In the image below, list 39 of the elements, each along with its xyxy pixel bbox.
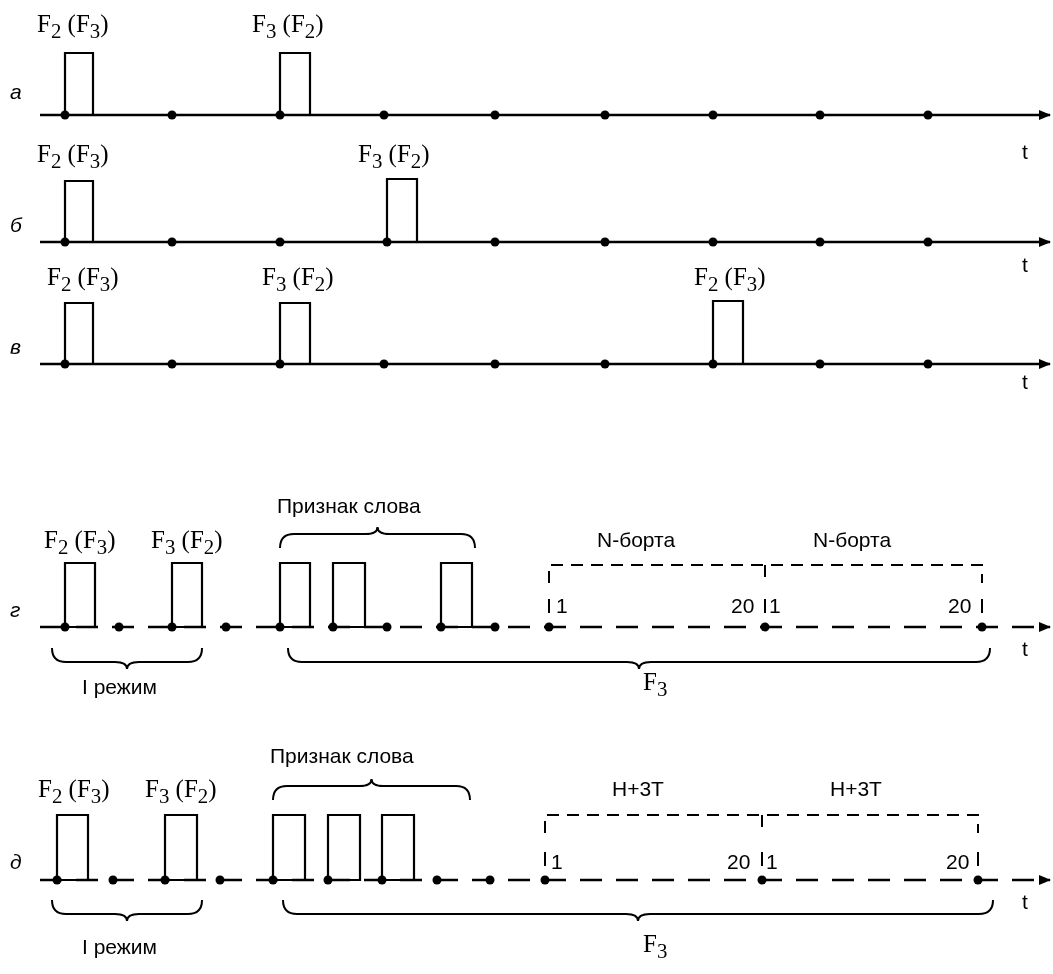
- slot-number: 20: [946, 850, 970, 874]
- slot-number: 1: [551, 850, 563, 874]
- signal-label: F$_{3}$ (F$_{2}$): [151, 526, 223, 559]
- row-letter: в: [10, 335, 21, 359]
- brace-label: I режим: [82, 935, 157, 959]
- slot-number: 1: [769, 594, 781, 618]
- signal-label: F$_{2}$ (F$_{3}$): [694, 263, 766, 296]
- interval-label: Н+3Т: [612, 777, 664, 801]
- interval-label: N-борта: [813, 528, 892, 552]
- row-letter: г: [10, 598, 21, 622]
- signal-label: F$_{2}$ (F$_{3}$): [37, 140, 109, 173]
- signal-label: F$_{2}$ (F$_{3}$): [37, 10, 109, 43]
- slot-number: 1: [766, 850, 778, 874]
- row-letter: б: [10, 213, 22, 237]
- axis-label: t: [1022, 637, 1028, 661]
- interval-label: N-борта: [597, 528, 676, 552]
- signal-label: F$_{2}$ (F$_{3}$): [47, 263, 119, 296]
- signal-label: F$_{3}$ (F$_{2}$): [252, 10, 324, 43]
- brace-label: Признак слова: [270, 744, 414, 768]
- brace-label: F$_{3}$: [643, 930, 668, 963]
- brace-label: F$_{3}$: [643, 668, 668, 701]
- axis-label: t: [1022, 140, 1028, 164]
- slot-number: 20: [727, 850, 751, 874]
- axis-label: t: [1022, 370, 1028, 394]
- brace-label: Признак слова: [277, 494, 421, 518]
- axis-label: t: [1022, 890, 1028, 914]
- slot-number: 20: [948, 594, 972, 618]
- axis-label: t: [1022, 253, 1028, 277]
- row-letter: д: [10, 850, 22, 874]
- brace-label: I режим: [82, 675, 157, 699]
- signal-label: F$_{2}$ (F$_{3}$): [38, 775, 110, 808]
- slot-number: 20: [731, 594, 755, 618]
- signal-label: F$_{3}$ (F$_{2}$): [358, 140, 430, 173]
- slot-number: 1: [556, 594, 568, 618]
- signal-label: F$_{3}$ (F$_{2}$): [145, 775, 217, 808]
- signal-label: F$_{2}$ (F$_{3}$): [44, 526, 116, 559]
- signal-label: F$_{3}$ (F$_{2}$): [262, 263, 334, 296]
- row-letter: а: [10, 80, 22, 104]
- interval-label: Н+3Т: [830, 777, 882, 801]
